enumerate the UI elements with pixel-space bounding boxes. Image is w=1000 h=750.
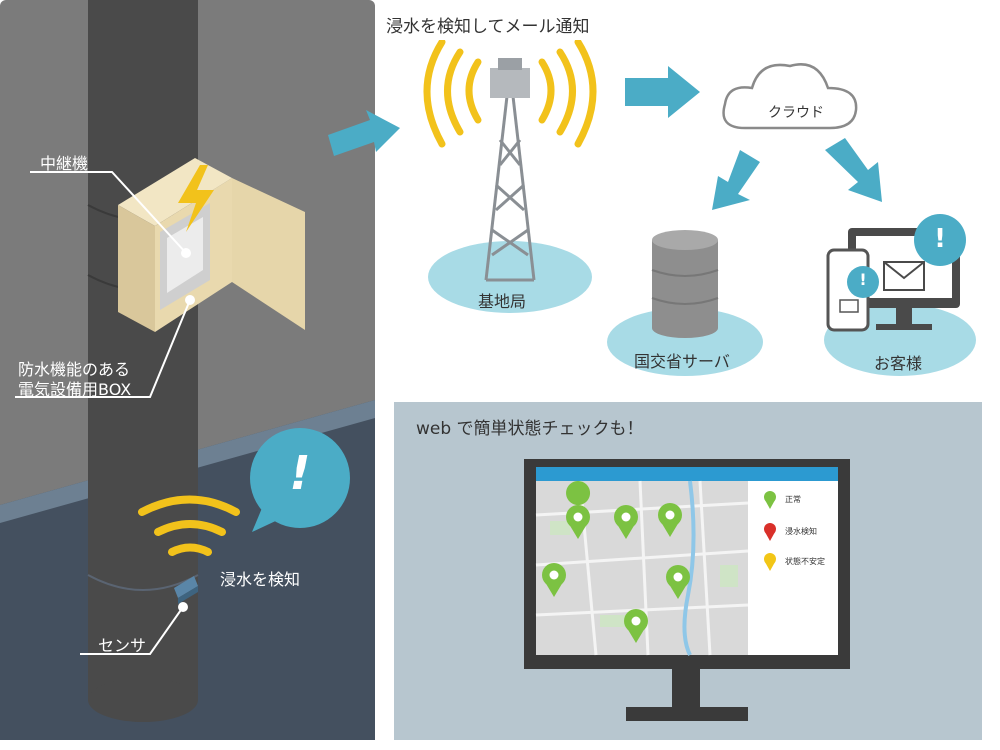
phone-alert-mark: ! [859,270,867,289]
sensor-label: センサ [98,636,147,655]
relay-label: 中継機 [40,154,89,173]
legend-flood-label: 浸水検知 [785,527,817,536]
wifi-signal-icon [138,495,240,556]
alert-bubble-mark: ! [289,446,311,500]
legend-normal-label: 正常 [785,495,801,504]
server-ellipse [607,308,763,376]
lightning-icon [178,165,214,232]
network-heading: 浸水を検知してメール通知 [386,17,590,37]
base-station-ellipse [428,241,592,313]
server-label: 国交省サーバ [634,352,730,371]
legend-unstable-label: 状態不安定 [785,557,825,566]
base-station-label: 基地局 [478,292,527,311]
box-label-line2: 電気設備用BOX [18,380,132,399]
monitor-stand [672,669,700,707]
customer-label: お客様 [874,354,923,373]
sensor-device [174,576,198,612]
alert-bubble [250,428,350,532]
box-door [232,178,305,330]
cloud-icon [722,63,858,130]
network-diagram [328,40,976,376]
customer-alert-bubble [914,214,966,266]
arrow-right-icon [328,110,400,156]
cell-tower-icon [484,69,536,282]
detect-label: 浸水を検知 [220,570,301,589]
customer-alert-mark: ! [934,224,946,254]
arrow-to-cloud-icon [625,66,700,118]
web-heading: web で簡単状態チェックも！ [416,419,644,439]
web-monitor [524,459,850,721]
cloud-label: クラウド [768,105,824,121]
database-icon [651,230,719,338]
browser-header-bar [536,467,838,481]
phone-alert-bubble [847,266,879,298]
left-illustration [0,0,375,740]
box-label-line1: 防水機能のある [18,360,131,379]
arrow-to-customer-icon [825,138,882,202]
arrow-to-server-icon [712,150,760,210]
radio-wave-icon [423,40,597,148]
